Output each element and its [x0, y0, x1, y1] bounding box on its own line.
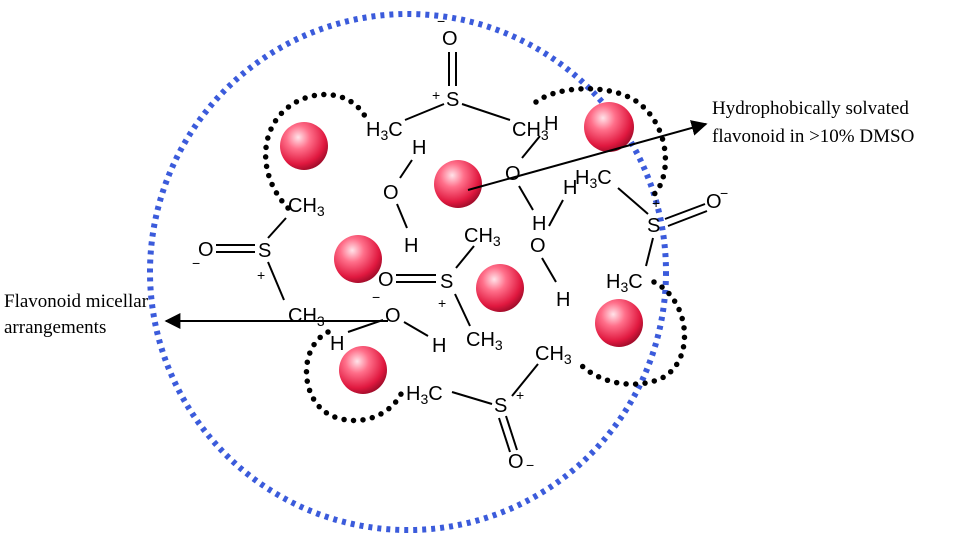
svg-text:+: + — [652, 195, 660, 211]
svg-text:O: O — [383, 182, 399, 204]
svg-text:−: − — [720, 185, 728, 201]
svg-text:CH3: CH3 — [464, 225, 501, 249]
micellar-annotation-line2: arrangements — [4, 317, 106, 338]
svg-text:CH3: CH3 — [288, 195, 325, 219]
solvation-boundary-circle — [147, 11, 669, 533]
svg-text:H: H — [563, 177, 577, 199]
svg-text:CH3: CH3 — [466, 329, 503, 353]
flavonoid-sphere — [595, 299, 643, 347]
micellar-annotation-line1: Flavonoid micellar — [4, 291, 149, 312]
svg-text:H: H — [532, 213, 546, 235]
svg-text:H: H — [556, 289, 570, 311]
micellar-arc-bottom-left — [303, 329, 405, 424]
dmso-molecule-left: − O S + CH3 CH3 — [192, 195, 325, 329]
water-molecule-center-right: H O H — [530, 177, 577, 311]
svg-text:CH3: CH3 — [512, 119, 549, 143]
svg-text:H: H — [404, 235, 418, 257]
flavonoid-sphere — [476, 264, 524, 312]
micellar-arc-top-right — [533, 86, 669, 201]
svg-text:CH3: CH3 — [288, 305, 325, 329]
flavonoid-sphere — [584, 102, 634, 152]
svg-text:H: H — [330, 333, 344, 355]
svg-text:S: S — [494, 395, 507, 417]
hydrophobic-annotation-line1: Hydrophobically solvated — [712, 98, 909, 119]
svg-text:+: + — [438, 295, 446, 311]
svg-text:S: S — [258, 240, 271, 262]
micellar-arc-top-left — [262, 91, 369, 211]
svg-text:+: + — [516, 387, 524, 403]
svg-text:O: O — [505, 163, 521, 185]
svg-text:O: O — [706, 191, 722, 213]
svg-text:S: S — [647, 215, 660, 237]
svg-text:+: + — [257, 267, 265, 283]
svg-text:−: − — [526, 457, 534, 473]
svg-text:H3C: H3C — [406, 383, 443, 407]
svg-text:S: S — [440, 271, 453, 293]
flavonoid-sphere — [280, 122, 328, 170]
svg-text:H3C: H3C — [575, 167, 612, 191]
water-molecule-upper-left: H O H — [383, 137, 426, 257]
dmso-molecule-bottom: CH3 H3C S + O − — [406, 343, 572, 473]
svg-text:H: H — [432, 335, 446, 357]
svg-text:H: H — [412, 137, 426, 159]
dmso-molecule-top: − O + S H3C CH3 — [366, 13, 549, 143]
svg-text:O: O — [530, 235, 546, 257]
svg-text:H3C: H3C — [366, 119, 403, 143]
svg-text:S: S — [446, 89, 459, 111]
flavonoid-sphere — [434, 160, 482, 208]
hydrophobic-annotation-line2: flavonoid in >10% DMSO — [712, 126, 914, 147]
flavonoid-sphere — [334, 235, 382, 283]
svg-text:O: O — [508, 451, 524, 473]
hydrophobic-annotation-arrow — [467, 120, 708, 191]
flavonoid-spheres — [280, 102, 643, 394]
svg-text:−: − — [192, 255, 200, 271]
svg-text:+: + — [432, 87, 440, 103]
flavonoid-sphere — [339, 346, 387, 394]
svg-text:O: O — [385, 305, 401, 327]
dmso-molecule-right: H3C + S O − H3C — [575, 167, 728, 295]
water-molecule-lower: O H H — [330, 305, 446, 357]
svg-text:CH3: CH3 — [535, 343, 572, 367]
svg-text:−: − — [437, 13, 445, 29]
micellar-arc-right — [577, 279, 688, 387]
svg-text:H3C: H3C — [606, 271, 643, 295]
svg-text:O: O — [198, 239, 214, 261]
svg-text:O: O — [378, 269, 394, 291]
dmso-molecule-center: O − S + CH3 CH3 — [372, 225, 503, 353]
svg-text:O: O — [442, 28, 458, 50]
svg-text:H: H — [544, 113, 558, 135]
svg-text:−: − — [372, 289, 380, 305]
